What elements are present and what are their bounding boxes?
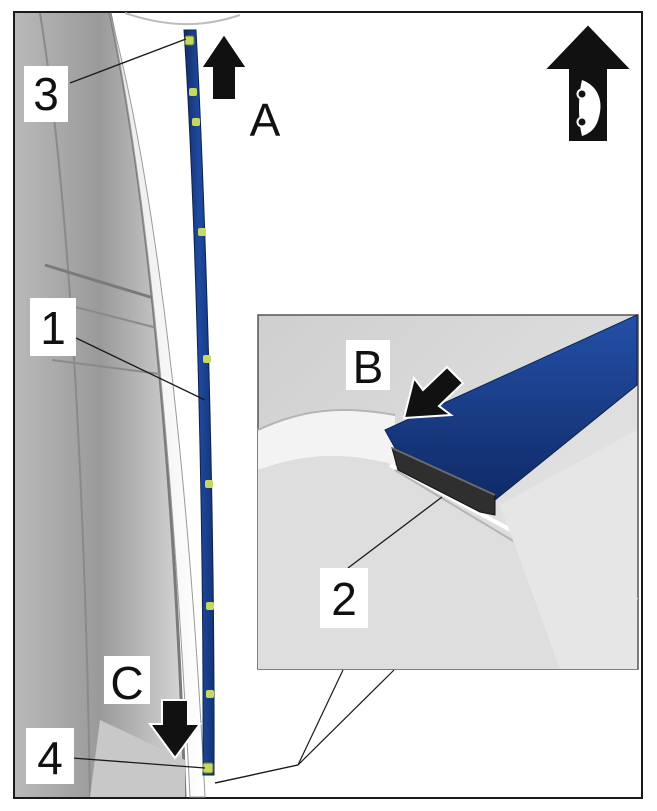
callout-2: 2 — [320, 568, 368, 628]
callout-3-label: 3 — [33, 68, 59, 120]
push-arrow-a-icon — [199, 32, 249, 101]
clip — [206, 690, 214, 698]
clip — [189, 88, 197, 96]
arrow-label-a: A — [244, 92, 286, 146]
callout-1-label: 1 — [40, 302, 66, 354]
arrow-label-c-text: C — [110, 657, 143, 709]
callout-4: 4 — [26, 728, 74, 784]
clip — [205, 480, 213, 488]
arrow-label-a-text: A — [250, 94, 281, 146]
vehicle-forward-direction-icon — [541, 22, 635, 143]
inset-connector-lines — [214, 669, 395, 784]
clip — [192, 118, 200, 126]
strip-clips — [184, 35, 214, 774]
trim-strip-1 — [183, 29, 215, 776]
door-frame-view — [15, 12, 241, 798]
arrow-label-c: C — [104, 656, 150, 709]
clip — [203, 355, 211, 363]
callout-4-label: 4 — [37, 732, 63, 784]
clip-3 — [184, 35, 195, 46]
arrow-label-b-text: B — [353, 341, 384, 393]
clip — [198, 228, 206, 236]
callout-1: 1 — [30, 298, 76, 356]
callout-3: 3 — [24, 66, 68, 122]
trim-strip-inset — [384, 314, 638, 501]
callout-leaders — [69, 38, 443, 769]
callout-2-label: 2 — [331, 573, 357, 625]
push-arrow-b-icon — [402, 365, 465, 420]
push-arrow-c-icon — [148, 699, 202, 760]
arrow-label-b: B — [346, 340, 390, 393]
clip — [206, 602, 214, 610]
